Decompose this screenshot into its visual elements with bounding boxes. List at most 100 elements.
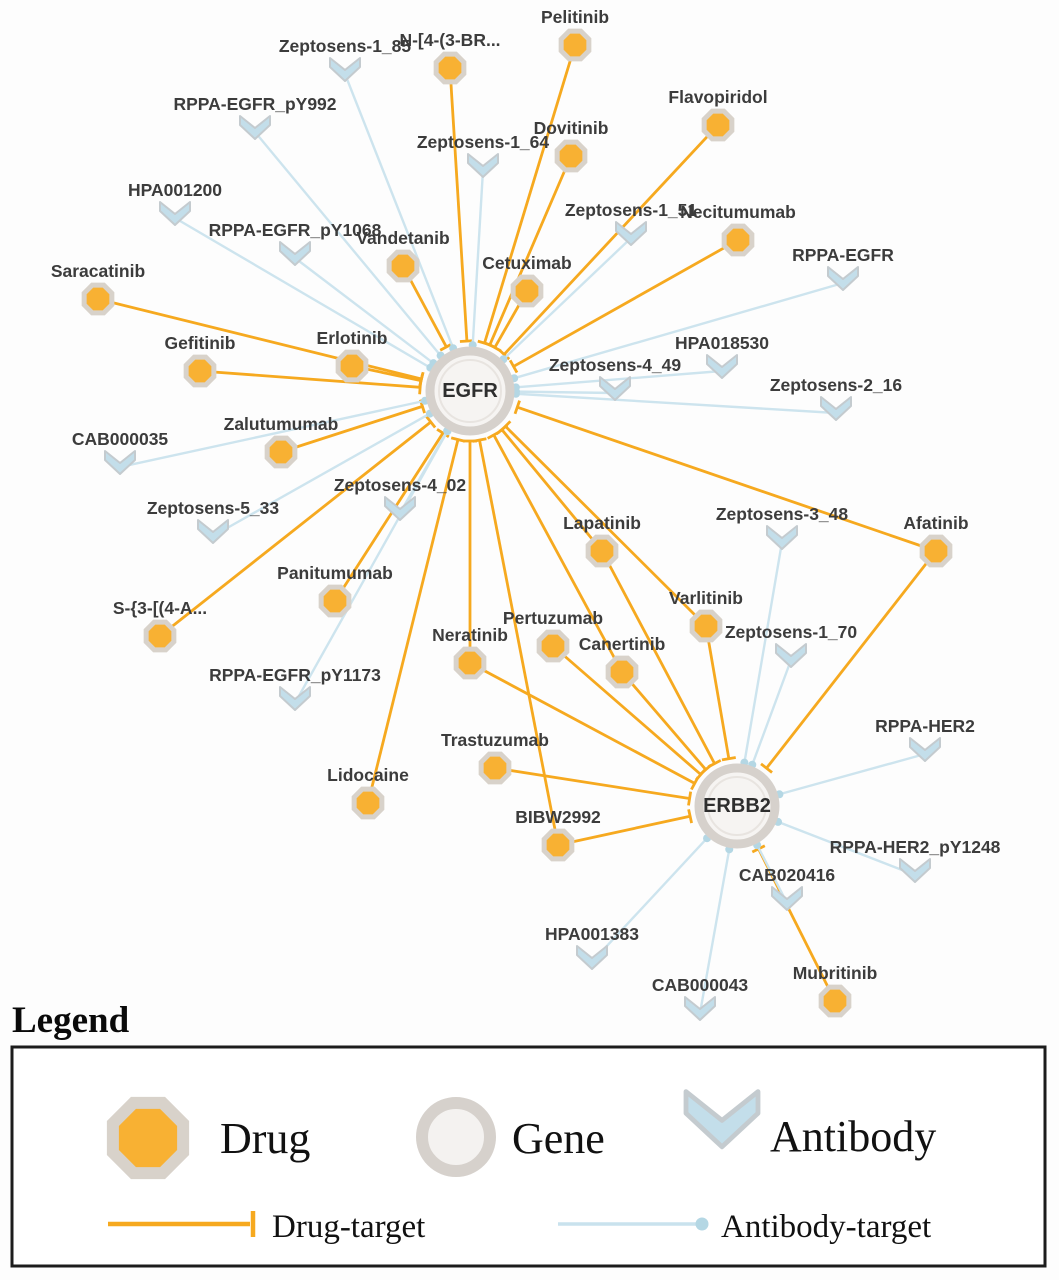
edge-line bbox=[504, 425, 707, 627]
node-label-zeptosens-4-02: Zeptosens-4_02 bbox=[334, 475, 467, 495]
node-label-lapatinib: Lapatinib bbox=[563, 513, 641, 533]
edge-line bbox=[500, 428, 604, 552]
edge-line bbox=[254, 131, 442, 357]
gene-inner-ring-icon bbox=[707, 776, 767, 836]
node-label-rppa-her2: RPPA-HER2 bbox=[875, 716, 975, 736]
drug-octagon-icon bbox=[183, 354, 217, 388]
antibody-chevron-inner-icon bbox=[827, 266, 859, 280]
drug-node-gefitinib bbox=[183, 354, 217, 388]
legend-antibody-edge-dot bbox=[695, 1217, 709, 1231]
drug-octagon-icon bbox=[264, 435, 298, 469]
drug-octagon-icon bbox=[541, 828, 575, 862]
antibody-chevron-inner-icon bbox=[766, 525, 798, 539]
antibody-node-zeptosens-1-70 bbox=[775, 643, 807, 668]
edge-line bbox=[591, 837, 708, 963]
edge-line bbox=[777, 820, 916, 877]
antibody-node-zeptosens-4-49 bbox=[599, 376, 631, 401]
drug-octagon-icon bbox=[554, 139, 588, 173]
node-label-pelitinib: Pelitinib bbox=[541, 7, 609, 27]
drug-octagon-icon bbox=[318, 584, 352, 618]
antibody-node-rppa-egfr bbox=[827, 266, 859, 291]
gene-node-erbb2 bbox=[694, 763, 780, 849]
edge-line bbox=[515, 369, 723, 389]
drug-octagon-icon bbox=[81, 282, 115, 316]
drug-octagon-icon bbox=[433, 51, 467, 85]
drug-target-edge-necitumumab-to-egfr bbox=[508, 238, 739, 374]
edge-line bbox=[294, 257, 435, 365]
drug-octagon-icon bbox=[818, 984, 852, 1018]
edge-line bbox=[552, 644, 702, 776]
edge-line bbox=[448, 67, 469, 342]
inhibition-tee-icon bbox=[687, 809, 693, 824]
edge-line bbox=[779, 752, 926, 796]
drug-node-necitumumab bbox=[721, 223, 755, 257]
legend-antibody-label: Antibody bbox=[770, 1112, 936, 1161]
antibody-node-rppa-her2 bbox=[909, 737, 941, 762]
drug-node-pelitinib bbox=[558, 28, 592, 62]
node-label-rppa-egfr: RPPA-EGFR bbox=[792, 245, 894, 265]
drug-octagon-icon bbox=[721, 223, 755, 257]
antibody-chevron-inner-icon bbox=[467, 153, 499, 167]
drug-node-flavopiridol bbox=[701, 108, 735, 142]
edge-line bbox=[119, 399, 426, 469]
drug-node-zalutumumab bbox=[264, 435, 298, 469]
drug-target-edge-bibw2992-to-egfr bbox=[472, 437, 560, 846]
drug-target-edge-afatinib-to-erbb2 bbox=[760, 550, 938, 774]
inhibition-tee-icon bbox=[687, 791, 693, 806]
antibody-chevron-inner-icon bbox=[576, 945, 608, 959]
node-label-varlitinib: Varlitinib bbox=[669, 588, 743, 608]
drug-octagon-icon bbox=[453, 646, 487, 680]
drug-target-edge-canertinib-to-egfr bbox=[486, 430, 624, 673]
antibody-node-rppa-egfr-py992 bbox=[239, 115, 271, 140]
node-label-neratinib: Neratinib bbox=[432, 625, 508, 645]
inhibition-tee-icon bbox=[418, 373, 424, 388]
node-label-rppa-her2-py1248: RPPA-HER2_pY1248 bbox=[830, 837, 1001, 857]
gene-inner-ring-icon bbox=[438, 359, 502, 423]
node-label-erlotinib: Erlotinib bbox=[317, 328, 388, 348]
node-label-mubritinib: Mubritinib bbox=[793, 963, 878, 983]
edge-line bbox=[494, 766, 690, 800]
antibody-chevron-inner-icon bbox=[706, 354, 738, 368]
edge-line bbox=[199, 369, 421, 389]
node-label-cetuximab: Cetuximab bbox=[482, 253, 571, 273]
antibody-node-cab000035 bbox=[104, 450, 136, 475]
node-label-hpa001383: HPA001383 bbox=[545, 924, 639, 944]
legend-antibody-edge-label: Antibody-target bbox=[721, 1209, 931, 1245]
drug-octagon-icon bbox=[386, 249, 420, 283]
drug-octagon-icon bbox=[585, 534, 619, 568]
drug-node-panitumumab bbox=[318, 584, 352, 618]
legend: Legend Drug Gene Antibody Drug-target An… bbox=[10, 1000, 1047, 1268]
drug-octagon-icon bbox=[701, 108, 735, 142]
node-label-saracatinib: Saracatinib bbox=[51, 261, 145, 281]
edge-line bbox=[512, 238, 739, 368]
antibody-chevron-inner-icon bbox=[384, 496, 416, 510]
antibody-chevron-inner-icon bbox=[159, 201, 191, 215]
node-label-erbb2: ERBB2 bbox=[703, 795, 771, 817]
drug-octagon-icon bbox=[605, 655, 639, 689]
antibody-chevron-icon bbox=[683, 1089, 761, 1150]
antibody-chevron-inner-icon bbox=[684, 996, 716, 1010]
node-label-zeptosens-5-33: Zeptosens-5_33 bbox=[147, 498, 280, 518]
edge-line bbox=[174, 216, 431, 369]
drug-target-edge-canertinib-to-erbb2 bbox=[620, 671, 712, 776]
antibody-node-hpa001200 bbox=[159, 201, 191, 226]
antibody-node-cab000043 bbox=[684, 996, 716, 1021]
gene-circle-icon bbox=[416, 1097, 496, 1177]
drug-target-edge-trastuzumab-to-erbb2 bbox=[494, 766, 693, 806]
edge-line bbox=[503, 124, 720, 356]
antibody-chevron-inner-icon bbox=[615, 221, 647, 235]
drug-node-mubritinib bbox=[818, 984, 852, 1018]
edge-line bbox=[557, 814, 691, 847]
drug-target-edge-varlitinib-to-erbb2 bbox=[704, 625, 736, 762]
antibody-node-rppa-her2-py1248 bbox=[899, 858, 931, 883]
legend-title: Legend bbox=[12, 1000, 130, 1041]
node-label-zeptosens-3-48: Zeptosens-3_48 bbox=[716, 504, 849, 524]
edge-line bbox=[515, 392, 837, 415]
node-label-hpa001200: HPA001200 bbox=[128, 180, 222, 200]
edge-line bbox=[743, 541, 784, 763]
node-label-s-3-4-a: S-{3-[(4-A... bbox=[113, 598, 207, 618]
node-label-zeptosens-1-85: Zeptosens-1_85 bbox=[279, 36, 412, 56]
antibody-node-zeptosens-5-33 bbox=[197, 519, 229, 544]
edge-line bbox=[502, 237, 632, 361]
node-label-canertinib: Canertinib bbox=[579, 634, 666, 654]
